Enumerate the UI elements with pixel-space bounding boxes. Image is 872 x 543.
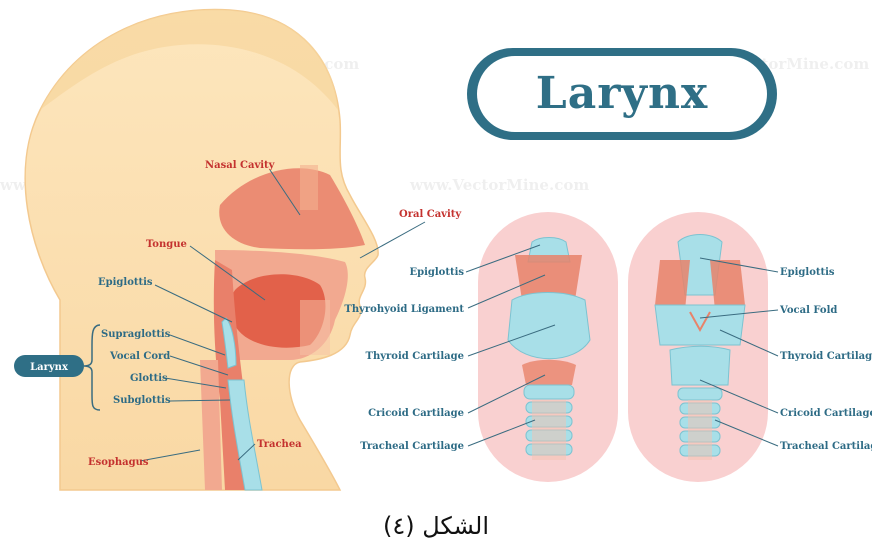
label-nasal-cavity: Nasal Cavity — [205, 160, 276, 171]
label-cricoid-cartilage-back: Cricoid Cartilage — [780, 408, 872, 419]
label-supraglottis: Supraglottis — [101, 329, 171, 340]
label-vocal-fold: Vocal Fold — [779, 305, 837, 316]
label-tracheal-cartilage-back: Tracheal Cartilage — [780, 441, 872, 452]
label-cricoid-cartilage-front: Cricoid Cartilage — [368, 408, 464, 419]
label-epiglottis-front: Epiglottis — [409, 267, 464, 278]
label-glottis: Glottis — [130, 373, 168, 384]
label-subglottis: Subglottis — [113, 395, 171, 406]
title-badge: Larynx — [467, 48, 777, 140]
label-epiglottis-back: Epiglottis — [780, 267, 835, 278]
label-thyroid-cartilage-front: Thyroid Cartilage — [366, 351, 465, 362]
label-tracheal-cartilage-front: Tracheal Cartilage — [360, 441, 464, 452]
figure-caption: الشكل (٤) — [0, 512, 872, 540]
label-epiglottis-side: Epiglottis — [98, 277, 153, 288]
label-vocal-cord: Vocal Cord — [109, 351, 170, 362]
label-esophagus: Esophagus — [88, 457, 149, 468]
label-trachea: Trachea — [257, 439, 302, 450]
diagram-title: Larynx — [477, 56, 767, 132]
label-oral-cavity: Oral Cavity — [399, 209, 462, 220]
label-thyroid-cartilage-back: Thyroid Cartilage — [780, 351, 872, 362]
label-thyrohyoid-ligament: Thyrohyoid Ligament — [344, 304, 464, 315]
larynx-badge-label: Larynx — [30, 362, 69, 373]
label-tongue: Tongue — [146, 239, 187, 250]
